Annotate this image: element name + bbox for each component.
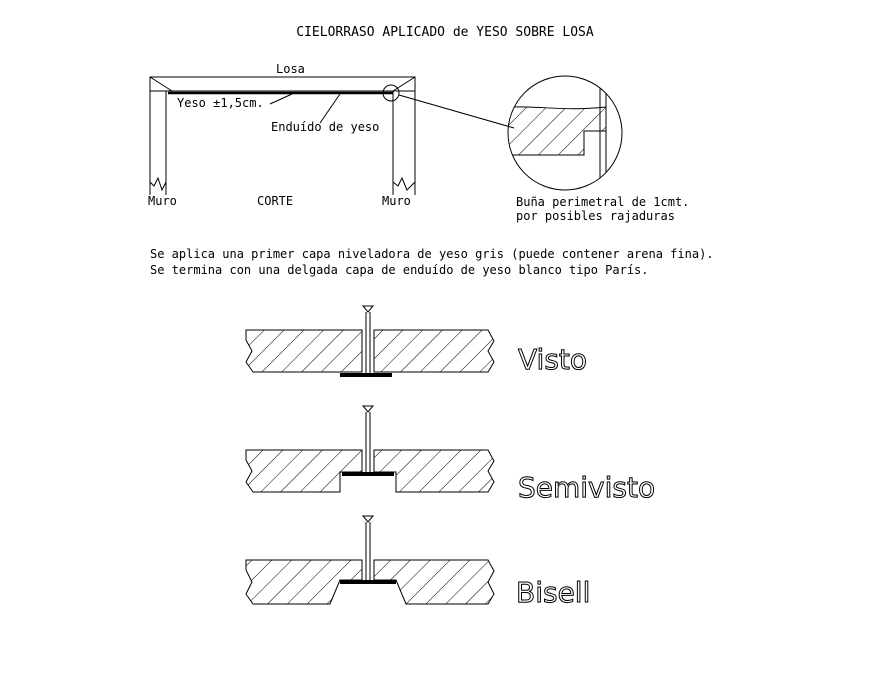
- panel-semivisto: Semivisto: [245, 405, 656, 505]
- label-losa: Losa: [276, 62, 305, 76]
- label-visto: Visto: [518, 343, 587, 376]
- label-corte: CORTE: [257, 194, 293, 208]
- label-enduido: Enduído de yeso: [271, 120, 379, 134]
- drawing-title: CIELORRASO APLICADO de YESO SOBRE LOSA: [296, 25, 594, 40]
- detail-caption-1: Buña perimetral de 1cmt.: [516, 195, 689, 209]
- panel-visto: Visto: [245, 305, 588, 377]
- detail-magnifier: Buña perimetral de 1cmt. por posibles ra…: [507, 75, 689, 223]
- label-muro-left: Muro: [148, 194, 177, 208]
- label-bisell: Bisell: [516, 576, 590, 609]
- label-muro-right: Muro: [382, 194, 411, 208]
- note-line-2: Se termina con una delgada capa de enduí…: [150, 263, 649, 277]
- label-semivisto: Semivisto: [518, 471, 655, 504]
- label-yeso: Yeso ±1,5cm.: [177, 96, 264, 110]
- section-corte: Losa Yeso ±1,5cm. Enduído de yeso Muro C…: [148, 62, 515, 208]
- note-line-1: Se aplica una primer capa niveladora de …: [150, 247, 714, 261]
- detail-caption-2: por posibles rajaduras: [516, 209, 675, 223]
- panel-bisell: Bisell: [245, 515, 591, 610]
